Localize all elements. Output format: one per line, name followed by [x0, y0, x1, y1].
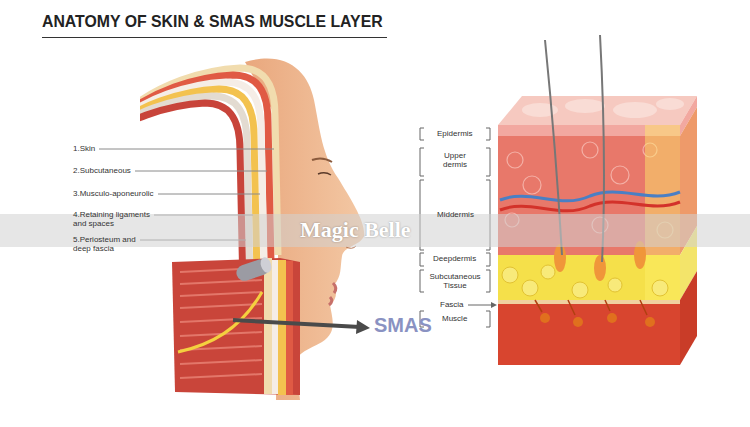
skin-block: [500, 202, 680, 211]
skin-block: [507, 152, 523, 168]
layer-label: 4.Retaining ligaments and spaces: [73, 210, 161, 228]
skin-block: [656, 98, 684, 110]
skin-block: [554, 244, 566, 272]
skin-block: [523, 176, 541, 194]
face-profile: [318, 173, 331, 175]
skin-block: [498, 96, 697, 125]
skin-block: [498, 304, 680, 365]
bracket: [420, 253, 424, 266]
bracket: [468, 305, 492, 306]
skin-block: [540, 313, 655, 327]
bracket: [486, 270, 490, 292]
muscle-block: [172, 258, 300, 395]
muscle-block: [286, 261, 293, 395]
skin-block: [500, 192, 680, 201]
muscle-block: [264, 258, 272, 394]
skin-block: [535, 300, 542, 312]
skin-block: [522, 280, 538, 296]
skin-layer-label: Upper dermis: [438, 151, 472, 169]
skin-block: [568, 300, 575, 315]
bracket: [486, 128, 490, 140]
muscle-block: [259, 256, 273, 274]
skin-block: [535, 300, 647, 315]
layer-bands: [140, 103, 243, 280]
leader-lines: [135, 171, 267, 172]
skin-block: [594, 255, 606, 281]
bracket: [486, 253, 490, 266]
skin-block: [645, 125, 680, 300]
layer-label: 3.Musculo-aponeurolic: [73, 189, 154, 198]
leader-lines: [99, 149, 274, 150]
face-profile: [329, 297, 332, 305]
layer-label: 2.Subcutaneous: [73, 166, 131, 175]
layer-label: 1.Skin: [73, 144, 95, 153]
skin-layer-label: Deepdermis: [433, 254, 476, 263]
skin-block: [498, 300, 680, 304]
skin-block: [607, 313, 617, 323]
bracket: [486, 311, 490, 327]
skin-block: [611, 166, 629, 184]
skin-block: [640, 300, 647, 315]
skin-block: [605, 300, 610, 311]
muscle-block: [172, 256, 300, 395]
face-profile: [333, 283, 336, 293]
pointer-arrow: [233, 320, 370, 334]
skin-layer-label: Epidermis: [437, 129, 473, 138]
skin-block: [541, 265, 555, 279]
skin-block: [645, 317, 655, 327]
diagram-title: ANATOMY OF SKIN & SMAS MUSCLE LAYER: [42, 13, 387, 38]
skin-block: [572, 282, 588, 298]
skin-block: [608, 278, 622, 292]
skin-layer-label: Muscle: [442, 314, 467, 323]
skin-block: [502, 267, 518, 283]
layer-label: 5.Periosteum and deep fascia: [73, 235, 148, 253]
pointer-arrow: [233, 320, 360, 327]
skin-block: [582, 142, 598, 158]
skin-block: [680, 271, 697, 365]
skin-layer-label: Subcutaneous Tissue: [426, 272, 484, 290]
skin-block: [565, 99, 605, 113]
bracket: [420, 270, 424, 292]
layer-bands: [140, 68, 278, 280]
bracket: [486, 148, 490, 176]
skin-block: [613, 102, 657, 118]
skin-block: [573, 317, 583, 327]
face-profile: [312, 158, 332, 162]
bracket: [420, 148, 424, 176]
skin-block: [498, 35, 697, 365]
bracket: [491, 302, 497, 308]
smas-label: SMAS: [374, 314, 432, 337]
watermark: Magic Belle: [300, 217, 411, 242]
muscle-block: [272, 260, 278, 394]
bracket: [420, 128, 424, 140]
leader-lines: [158, 194, 260, 195]
skin-block: [652, 280, 668, 296]
skin-block: [540, 313, 550, 323]
muscle-block: [180, 268, 262, 378]
pointer-arrow: [356, 320, 370, 334]
skin-layer-label: Fascia: [440, 300, 464, 309]
muscle-block: [278, 260, 286, 395]
skin-layer-label: Middermis: [437, 210, 474, 219]
skin-block: [502, 265, 668, 298]
